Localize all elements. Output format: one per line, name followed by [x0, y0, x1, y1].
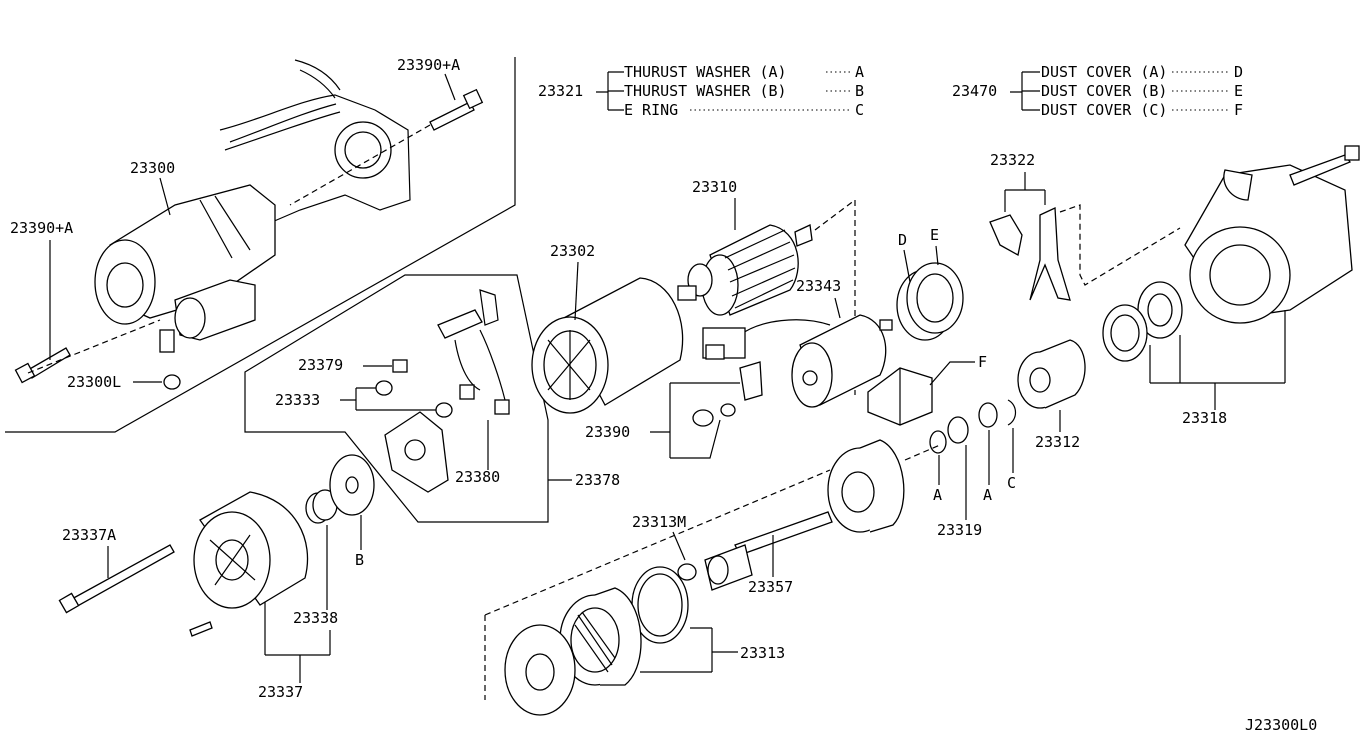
front-housing-23318: 23318 — [1102, 145, 1360, 427]
brush-holder-group: 23379 23333 23380 23378 — [244, 274, 620, 523]
label-23310: 23310 — [692, 178, 737, 196]
legend-covers-group: 23470 — [952, 82, 997, 100]
callout-a-1: A — [933, 486, 942, 504]
label-23338: 23338 — [293, 609, 338, 627]
pinion-23312: 23312 A A C 23319 — [929, 339, 1086, 539]
legend-key-a: A — [855, 63, 864, 81]
legend-dust-covers: 23470 DUST COVER (A) DUST COVER (B) DUST… — [952, 63, 1243, 119]
label-23343: 23343 — [796, 277, 841, 295]
diagram-code: J23300L0 — [1245, 716, 1317, 734]
label-23322: 23322 — [990, 151, 1035, 169]
legend-cover-a-text: DUST COVER (A) — [1041, 63, 1167, 81]
legend-thrust-washers: 23321 THURUST WASHER (A) THURUST WASHER … — [538, 63, 864, 119]
legend-key-f: F — [1234, 101, 1243, 119]
label-23318: 23318 — [1182, 409, 1227, 427]
label-23379: 23379 — [298, 356, 343, 374]
label-23357: 23357 — [748, 578, 793, 596]
solenoid-23343: 23343 23390 — [585, 277, 893, 459]
label-23312: 23312 — [1035, 433, 1080, 451]
label-23313m: 23313M — [632, 513, 686, 531]
label-23380: 23380 — [455, 468, 500, 486]
label-23302: 23302 — [550, 242, 595, 260]
center-housing — [484, 439, 941, 616]
label-23390-a-left: 23390+A — [10, 219, 73, 237]
label-23390: 23390 — [585, 423, 630, 441]
callout-b: B — [355, 551, 364, 569]
callout-e: E — [930, 226, 939, 244]
rear-cover-23337: 23337A B 23338 23337 — [58, 454, 375, 701]
dust-covers: D E F — [867, 226, 987, 426]
callout-c: C — [1007, 474, 1016, 492]
shift-lever-23322: 23322 — [989, 151, 1181, 301]
label-23313: 23313 — [740, 644, 785, 662]
callout-f: F — [978, 353, 987, 371]
starter-assembly-view: 23390+A 23300 23390+A 23300L — [5, 56, 516, 433]
label-23300: 23300 — [130, 159, 175, 177]
legend-e-ring-text: E RING — [624, 101, 678, 119]
legend-key-c: C — [855, 101, 864, 119]
label-23337: 23337 — [258, 683, 303, 701]
legend-washer-a-text: THURUST WASHER (A) — [624, 63, 787, 81]
legend-key-b: B — [855, 82, 864, 100]
label-23333: 23333 — [275, 391, 320, 409]
callout-a-2: A — [983, 486, 992, 504]
armature-23310: 23310 — [677, 178, 856, 395]
legend-key-e: E — [1234, 82, 1243, 100]
legend-cover-b-text: DUST COVER (B) — [1041, 82, 1167, 100]
label-23378: 23378 — [575, 471, 620, 489]
pinion-shaft-23357: 23357 23313M — [632, 511, 833, 596]
label-23390-a-top: 23390+A — [397, 56, 460, 74]
legend-washers-group: 23321 — [538, 82, 583, 100]
legend-key-d: D — [1234, 63, 1243, 81]
legend-washer-b-text: THURUST WASHER (B) — [624, 82, 787, 100]
label-23319: 23319 — [937, 521, 982, 539]
label-23337a: 23337A — [62, 526, 116, 544]
yoke-23302: 23302 — [531, 242, 684, 414]
label-23300l: 23300L — [67, 373, 121, 391]
legend-cover-c-text: DUST COVER (C) — [1041, 101, 1167, 119]
internal-gear-23313: 23313 — [484, 566, 785, 716]
callout-d: D — [898, 231, 907, 249]
